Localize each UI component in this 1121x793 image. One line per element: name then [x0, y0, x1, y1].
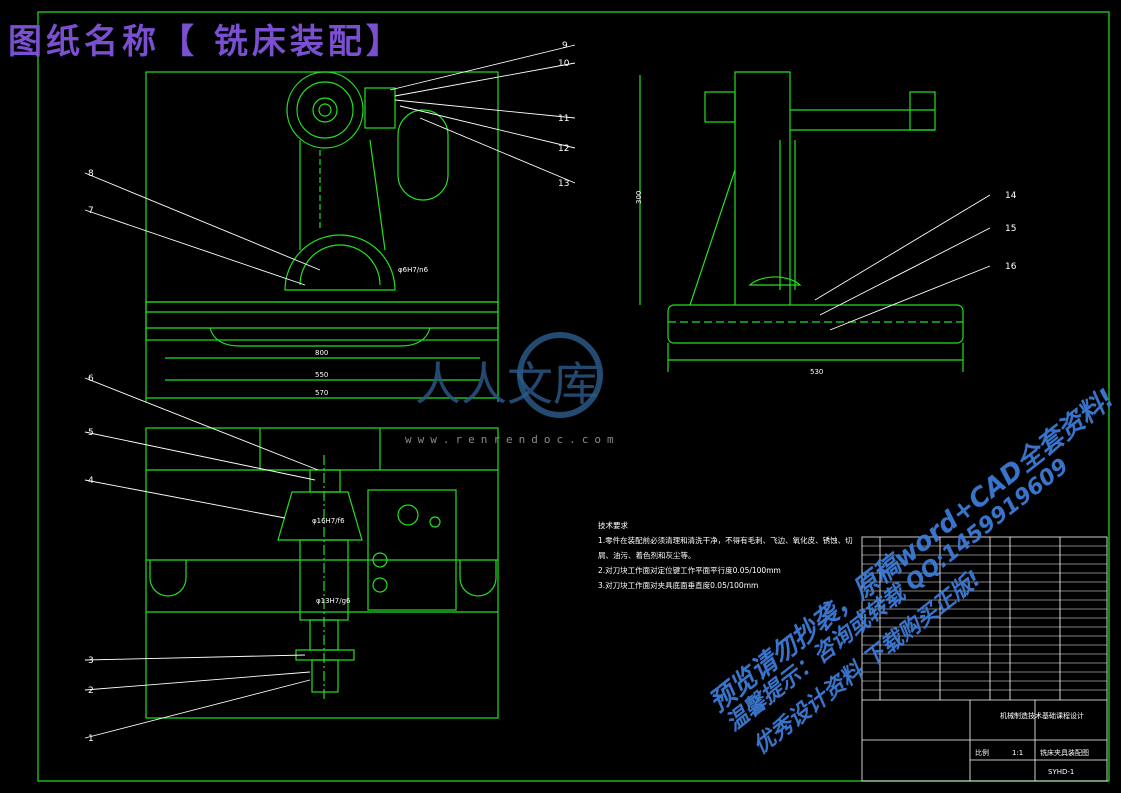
balloon-2: 2 [88, 686, 94, 696]
watermark-brand: 人人文库 [415, 357, 599, 411]
balloon-9: 9 [562, 41, 568, 51]
tb-drawing-title: 铣床夹具装配图 [1040, 748, 1089, 757]
notes-heading: 技术要求 [598, 521, 628, 530]
balloon-12: 12 [558, 144, 569, 154]
fit-label-3: φ13H7/g6 [316, 597, 351, 605]
dim-height: 300 [635, 191, 643, 204]
balloon-16: 16 [1005, 262, 1017, 272]
balloon-14: 14 [1005, 191, 1017, 201]
balloon-7: 7 [88, 206, 94, 216]
top-view-body [145, 427, 499, 719]
dim-base: 570 [315, 389, 328, 397]
balloon-1: 1 [88, 734, 94, 744]
side-view-base [667, 304, 964, 344]
balloon-5: 5 [88, 428, 94, 438]
tb-scale: 1:1 [1012, 749, 1023, 757]
watermark-url: www.renrendoc.com [405, 433, 620, 446]
fit-label-1: φ6H7/n6 [398, 266, 429, 274]
drawing-title-banner: 图纸名称【 铣床装配】 [8, 22, 404, 62]
balloon-10: 10 [558, 59, 570, 69]
balloon-13: 13 [558, 179, 569, 189]
notes-line-3: 2.对刀块工作面对定位键工作平面平行度0.05/100mm [598, 566, 781, 575]
balloon-3: 3 [88, 656, 94, 666]
balloon-4: 4 [88, 476, 94, 486]
sheet-border [37, 11, 1110, 782]
title-block [861, 536, 1108, 782]
dim-top: 800 [315, 349, 328, 357]
notes-line-4: 3.对刀块工作面对夹具底面垂直度0.05/100mm [598, 581, 759, 590]
tb-school: 机械制造技术基础课程设计 [1000, 711, 1084, 720]
watermark-logo: 人人文库 [415, 332, 603, 418]
balloon-11: 11 [558, 114, 569, 124]
dim-mid: 550 [315, 371, 328, 379]
balloon-6: 6 [88, 374, 94, 384]
notes-line-2: 屑、油污、着色剂和灰尘等。 [598, 551, 696, 560]
tb-code: SYHD-1 [1048, 768, 1074, 776]
technical-requirements: 技术要求 1.零件在装配前必须清理和清洗干净，不得有毛刺、飞边、氧化皮、锈蚀、切… [598, 518, 853, 593]
fit-label-2: φ16H7/f6 [312, 517, 345, 525]
balloon-8: 8 [88, 169, 94, 179]
tb-scale-label: 比例 [975, 748, 989, 757]
dim-side: 530 [810, 368, 823, 376]
notes-line-1: 1.零件在装配前必须清理和清洗干净，不得有毛刺、飞边、氧化皮、锈蚀、切 [598, 536, 853, 545]
balloon-15: 15 [1005, 224, 1016, 234]
